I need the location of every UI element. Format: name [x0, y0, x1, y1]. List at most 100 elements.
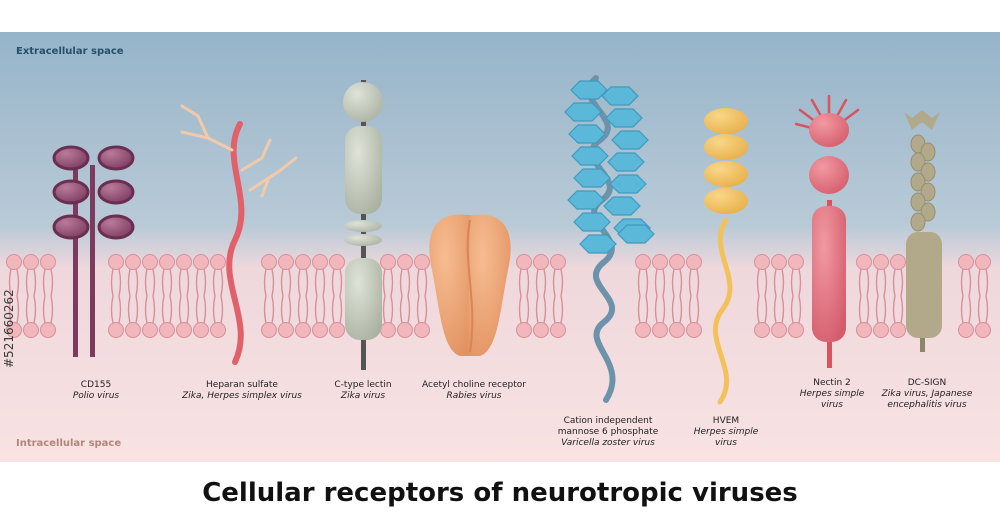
hexagon-domain — [568, 124, 606, 144]
stock-id-watermark: #521660262 — [2, 289, 16, 368]
extracellular-label: Extracellular space — [16, 46, 124, 57]
acetylcholine-receptor — [429, 214, 511, 356]
lipid-molecule — [125, 254, 141, 297]
receptor-name: Acetyl choline receptor — [422, 380, 526, 390]
hexagon-domain — [611, 130, 649, 150]
receptor-name: DC-SIGN — [907, 378, 947, 388]
nectin-2-receptor — [794, 94, 860, 368]
lipid-molecule — [635, 254, 651, 297]
hexagon-domains — [564, 80, 655, 254]
c-type-lectin-receptor — [343, 80, 383, 370]
receptor-virus: Polio virus — [72, 391, 120, 401]
receptor-label-acetylcholine: Acetyl choline receptor Rabies virus — [389, 380, 559, 402]
receptor-virus: Zika virus — [340, 391, 386, 401]
lipid-molecule — [771, 254, 787, 297]
lipid-molecule — [975, 254, 991, 297]
lipid-molecule — [23, 295, 39, 338]
receptor-label-cd155: CD155 Polio virus — [11, 380, 181, 402]
hexagon-domain — [603, 196, 641, 216]
receptor-virus: Zika, Herpes simplex virus — [182, 391, 302, 401]
receptor-name: HVEM — [712, 416, 740, 426]
lipid-molecule — [108, 254, 124, 297]
dc-sign-receptor — [904, 110, 942, 352]
receptor-name: CD155 — [80, 380, 112, 390]
lipid-molecule — [193, 295, 209, 338]
lipid-molecule — [890, 254, 906, 297]
lipid-molecule — [856, 254, 872, 297]
receptor-name: Heparan sulfate — [206, 380, 278, 390]
lipid-bilayer — [6, 254, 991, 338]
lipid-molecule — [397, 254, 413, 297]
lipid-molecule — [159, 254, 175, 297]
lipid-molecule — [873, 295, 889, 338]
heparan-sulfate-receptor — [180, 104, 298, 365]
hexagon-domain — [605, 108, 643, 128]
lipid-molecule — [159, 295, 175, 338]
cd155-receptor — [52, 145, 135, 357]
receptor-virus: Zika virus, Japanese encephalitis virus — [881, 389, 973, 410]
lipid-molecule — [329, 295, 345, 338]
lipid-molecule — [380, 295, 396, 338]
lipid-molecule — [380, 254, 396, 297]
lipid-molecule — [23, 254, 39, 297]
lipid-molecule — [40, 295, 56, 338]
lipid-molecule — [210, 254, 226, 297]
lipid-molecule — [669, 295, 685, 338]
receptor-label-c-type-lectin: C-type lectin Zika virus — [278, 380, 448, 402]
lipid-molecule — [397, 295, 413, 338]
lipid-molecule — [516, 254, 532, 297]
hexagon-domain — [573, 212, 611, 232]
receptor-label-dc-sign: DC-SIGN Zika virus, Japanese encephaliti… — [877, 378, 977, 411]
lipid-molecule — [414, 295, 430, 338]
receptor-virus: Rabies virus — [446, 391, 502, 401]
lipid-molecule — [754, 295, 770, 338]
receptor-name: C-type lectin — [334, 380, 392, 390]
lipid-molecule — [210, 295, 226, 338]
lipid-molecule — [125, 295, 141, 338]
hexagon-domain — [571, 146, 609, 166]
hexagon-domain — [564, 102, 602, 122]
mannose-6-phosphate-receptor — [564, 75, 655, 403]
lipid-molecule — [686, 254, 702, 297]
lipid-molecule — [652, 254, 668, 297]
hexagon-domain — [607, 152, 645, 172]
receptor-label-m6p: Cation independent mannose 6 phosphate V… — [548, 416, 668, 449]
lipid-molecule — [652, 295, 668, 338]
lipid-molecule — [6, 295, 22, 338]
receptor-label-heparan-sulfate: Heparan sulfate Zika, Herpes simplex vir… — [157, 380, 327, 402]
lipid-molecule — [975, 295, 991, 338]
lipid-molecule — [142, 295, 158, 338]
lipid-molecule — [312, 254, 328, 297]
lipid-molecule — [414, 254, 430, 297]
lipid-molecule — [669, 254, 685, 297]
receptor-virus: Herpes simple virus — [693, 427, 759, 448]
lipid-molecule — [295, 254, 311, 297]
lipid-molecule — [533, 254, 549, 297]
diagram-title: Cellular receptors of neurotropic viruse… — [202, 478, 798, 508]
lipid-molecule — [278, 295, 294, 338]
lipid-molecule — [635, 295, 651, 338]
lipid-molecule — [295, 295, 311, 338]
hexagon-domain — [609, 174, 647, 194]
lipid-molecule — [686, 295, 702, 338]
lipid-molecule — [958, 295, 974, 338]
lipid-molecule — [754, 254, 770, 297]
lipid-molecule — [890, 295, 906, 338]
hexagon-domain — [601, 86, 639, 106]
lipid-molecule — [550, 295, 566, 338]
hexagon-domain — [617, 224, 655, 244]
lipid-molecule — [6, 254, 22, 297]
intracellular-label: Intracellular space — [16, 438, 122, 449]
lipid-molecule — [176, 295, 192, 338]
hexagon-domain — [573, 168, 611, 188]
lipid-molecule — [261, 295, 277, 338]
receptor-label-hvem: HVEM Herpes simple virus — [691, 416, 761, 449]
receptor-name: Nectin 2 — [813, 378, 851, 388]
lipid-molecule — [771, 295, 787, 338]
lipid-molecule — [193, 254, 209, 297]
lipid-molecule — [856, 295, 872, 338]
lipid-molecule — [958, 254, 974, 297]
lipid-molecule — [788, 254, 804, 297]
hexagon-domain — [570, 80, 608, 100]
